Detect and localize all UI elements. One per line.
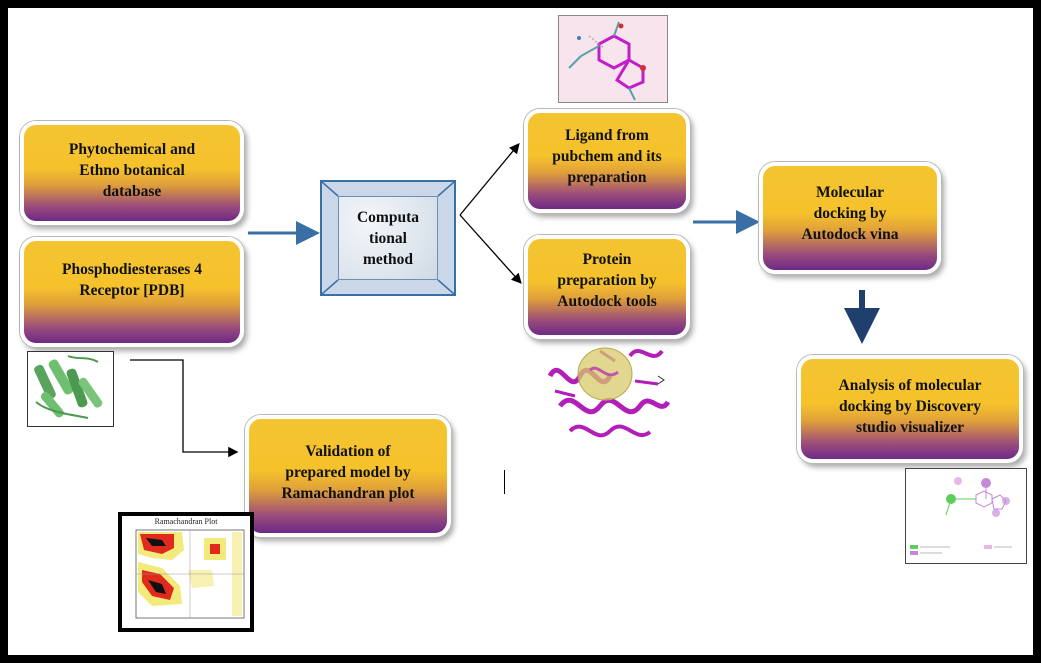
protein-label: Protein preparation by Autodock tools bbox=[557, 251, 657, 310]
docking-label: Molecular docking by Autodock vina bbox=[801, 184, 899, 243]
database-label: Phytochemical and Ethno botanical databa… bbox=[68, 141, 196, 200]
arrow-method-to-protein bbox=[459, 214, 522, 284]
ligand-structure-image bbox=[558, 15, 668, 103]
receptor-label: Phosphodiesterases 4 Receptor [PDB] bbox=[62, 261, 202, 299]
protein-structure-image bbox=[540, 336, 680, 448]
ligand-label: Ligand from pubchem and its preparation bbox=[552, 127, 662, 186]
ramachandran-plot-image: Ramachandran Plot bbox=[118, 512, 254, 632]
receptor-structure-image bbox=[27, 351, 114, 427]
validation-label: Validation of prepared model by Ramachan… bbox=[281, 443, 415, 502]
method-label: Computa tional method bbox=[356, 208, 419, 268]
arrow-receptor-to-validation bbox=[130, 359, 239, 458]
validation-node: Validation of prepared model by Ramachan… bbox=[245, 415, 451, 537]
docking-node: Molecular docking by Autodock vina bbox=[759, 162, 941, 274]
ramachandran-title: Ramachandran Plot bbox=[154, 517, 218, 526]
ligand-node: Ligand from pubchem and its preparation bbox=[524, 109, 690, 213]
database-node: Phytochemical and Ethno botanical databa… bbox=[20, 121, 244, 225]
receptor-node: Phosphodiesterases 4 Receptor [PDB] bbox=[20, 237, 244, 347]
protein-node: Protein preparation by Autodock tools bbox=[524, 235, 690, 339]
text-cursor-mark bbox=[504, 470, 505, 494]
computational-method-node: Computa tional method bbox=[320, 180, 456, 296]
analysis-node: Analysis of molecular docking by Discove… bbox=[797, 355, 1023, 463]
interaction-diagram-image bbox=[905, 468, 1027, 564]
arrow-method-to-ligand bbox=[459, 142, 520, 216]
analysis-label: Analysis of molecular docking by Discove… bbox=[838, 377, 982, 436]
